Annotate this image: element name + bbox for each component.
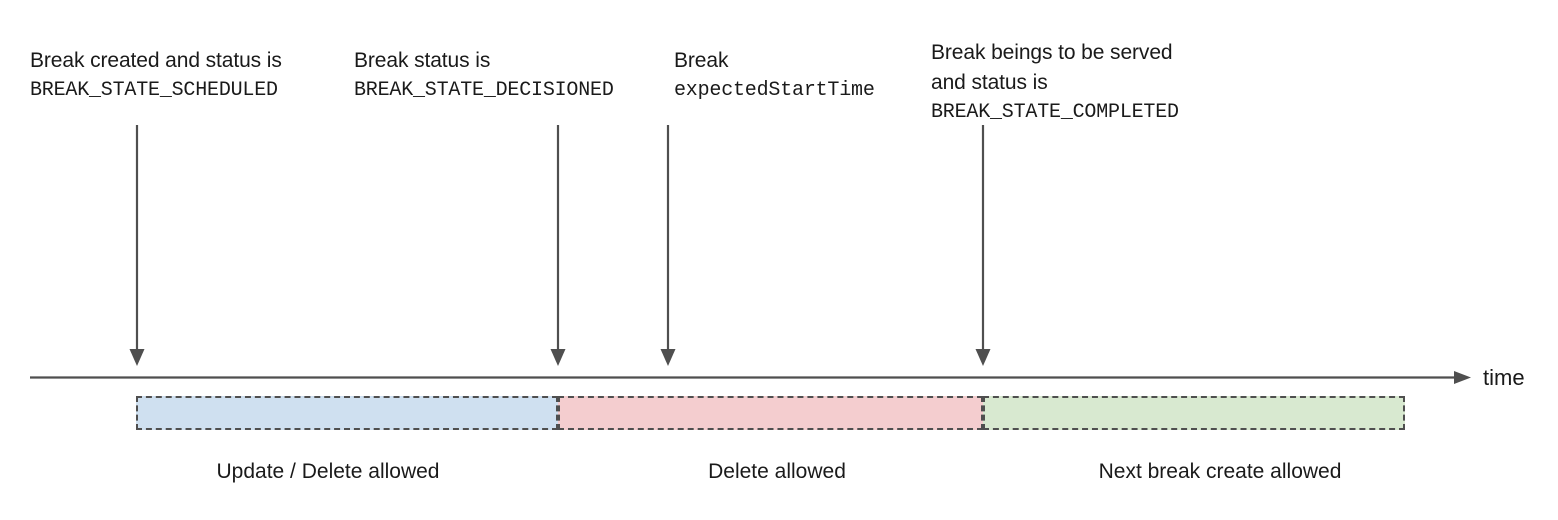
annotation-break-served-completed: Break beings to be served and status is BR… [931,38,1179,128]
annotation-line: Break beings to be served [931,41,1173,64]
annotation-break-expected-start-time: Break expectedStartTime [674,46,875,106]
annotation-break-created-scheduled: Break created and status is BREAK_STATE_S… [30,46,282,106]
annotation-line: and status is [931,71,1048,94]
caption-phase-next-break-create-allowed: Next break create allowed [1098,460,1342,483]
annotation-line: BREAK_STATE_SCHEDULED [30,79,278,102]
annotation-line: expectedStartTime [674,79,875,102]
pointer-arrow-break-expected-start-time [659,125,677,366]
time-axis [30,368,1478,388]
phase-delete-allowed [558,396,983,430]
pointer-arrow-break-decisioned [549,125,567,366]
annotation-line: BREAK_STATE_COMPLETED [931,101,1179,124]
annotation-line: Break status is [354,49,491,72]
pointer-arrow-break-created-scheduled [128,125,146,366]
phase-update-delete-allowed [136,396,558,430]
annotation-break-decisioned: Break status is BREAK_STATE_DECISIONED [354,46,614,106]
phase-next-break-create-allowed [983,396,1405,430]
axis-label-time: time [1483,365,1525,390]
pointer-arrow-break-served-completed [974,125,992,366]
annotation-line: BREAK_STATE_DECISIONED [354,79,614,102]
caption-phase-delete-allowed: Delete allowed [708,460,846,483]
caption-phase-update-delete-allowed: Update / Delete allowed [216,460,440,483]
annotation-line: Break created and status is [30,49,282,72]
annotation-line: Break [674,49,729,72]
